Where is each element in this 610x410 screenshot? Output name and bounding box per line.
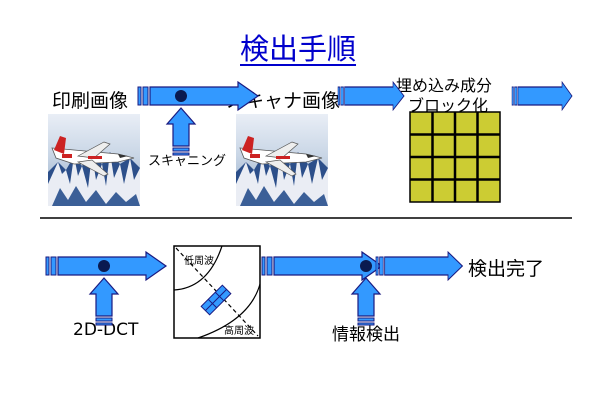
dct-frequency-box <box>173 245 261 339</box>
printed-image-label: 印刷画像 <box>52 90 129 112</box>
scanned-image-photo <box>235 113 329 207</box>
scanning-label: スキャニング <box>148 154 227 169</box>
page-title: 検出手順 <box>240 32 357 66</box>
low-frequency-label: 低周波 <box>184 254 214 267</box>
detect-dot-icon <box>360 260 372 272</box>
dct-input-arrow <box>89 277 119 326</box>
embedded-component-block-grid <box>409 111 501 203</box>
printed-image-photo <box>47 113 141 207</box>
block-label-line2: ブロック化 <box>408 96 489 115</box>
high-frequency-label: 高周波 <box>224 324 254 337</box>
scan-input-arrow <box>166 107 196 156</box>
info-detect-label: 情報検出 <box>332 325 400 345</box>
complete-label: 検出完了 <box>468 258 545 280</box>
dct-label: 2D-DCT <box>73 320 139 340</box>
arrow-to-scanner <box>137 81 259 111</box>
arrow-to-complete <box>375 251 463 281</box>
detect-input-arrow <box>351 277 381 326</box>
arrow-out-row1 <box>511 81 573 111</box>
dct-dot-icon <box>98 260 110 272</box>
block-label-line1: 埋め込み成分 <box>396 76 493 95</box>
arrow-to-block <box>337 81 405 111</box>
scan-dot-icon <box>175 90 187 102</box>
